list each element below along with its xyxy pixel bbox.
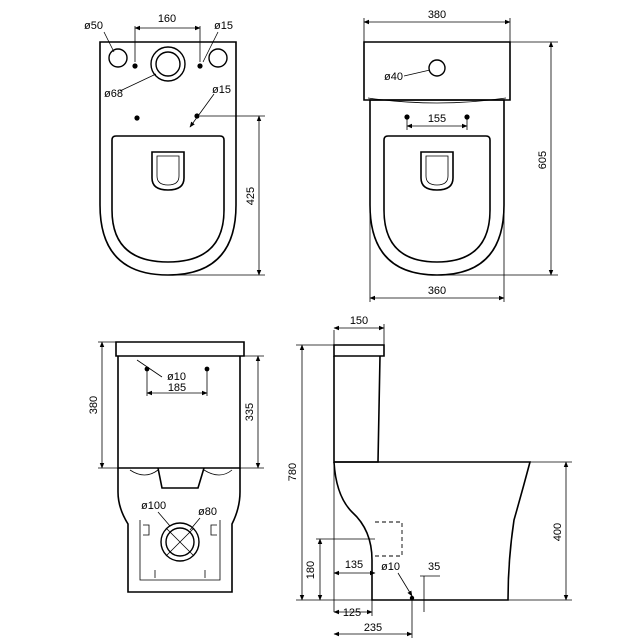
dim-hole-spacing: 160 bbox=[158, 13, 176, 25]
dim-fixing-hole-front: ø10 bbox=[167, 371, 186, 383]
dim-outlet-height: 180 bbox=[305, 561, 317, 579]
waste-hole bbox=[108, 48, 128, 68]
dim-depth: 425 bbox=[245, 187, 257, 205]
dim-seat-height: 400 bbox=[552, 523, 564, 541]
dim-cistern-body-height: 335 bbox=[244, 403, 256, 421]
pan-bowl bbox=[151, 151, 185, 191]
dim-wall-to-outlet: 125 bbox=[343, 607, 361, 619]
top-view-pan: 160 ø50 ø15 ø68 ø15 425 bbox=[84, 13, 265, 276]
dim-button-hole: ø40 bbox=[384, 71, 403, 83]
outlet-dashed bbox=[375, 521, 403, 557]
right-hole bbox=[208, 48, 228, 68]
pan-seat bbox=[111, 135, 225, 263]
dim-fixing-offset: 35 bbox=[428, 561, 440, 573]
dim-cistern-height: 380 bbox=[88, 396, 100, 414]
dim-fixing-hole: ø15 bbox=[214, 20, 233, 32]
dim-outlet-diameter: ø68 bbox=[104, 88, 123, 100]
dim-fixing-diameter: ø10 bbox=[381, 561, 400, 573]
dim-waste-diameter: ø50 bbox=[84, 20, 103, 32]
dim-cistern-width: 380 bbox=[428, 9, 446, 21]
dim-hole-spacing-2: 155 bbox=[428, 113, 446, 125]
outlet-hole-inner bbox=[155, 51, 181, 77]
dim-overall-height: 780 bbox=[287, 463, 299, 481]
cistern-side bbox=[333, 344, 385, 357]
dim-overall-depth: 605 bbox=[537, 151, 549, 169]
dim-inlet-diameter: ø100 bbox=[141, 500, 166, 512]
dim-pan-width: 360 bbox=[428, 285, 446, 297]
pan-side bbox=[333, 461, 532, 601]
cistern-lid bbox=[115, 341, 245, 357]
side-view: 150 780 400 180 135 ø10 35 125 235 bbox=[287, 315, 572, 638]
dim-cistern-depth: 150 bbox=[350, 315, 368, 327]
dim-fixing-spacing: 185 bbox=[168, 382, 186, 394]
cistern-top bbox=[363, 41, 511, 101]
front-view: ø10 185 380 335 ø100 ø80 bbox=[88, 341, 264, 593]
dim-outlet-offset: 135 bbox=[345, 559, 363, 571]
dim-wall-to-fixing: 235 bbox=[364, 622, 382, 634]
pan-body bbox=[117, 468, 241, 593]
button-hole bbox=[428, 59, 446, 77]
pan-seat-2 bbox=[383, 135, 491, 263]
dim-outlet-diameter-front: ø80 bbox=[198, 506, 217, 518]
dim-fixing-hole-2: ø15 bbox=[212, 84, 231, 96]
cistern-body bbox=[117, 356, 241, 469]
top-view-assembled: 380 ø40 155 605 360 bbox=[363, 9, 558, 302]
